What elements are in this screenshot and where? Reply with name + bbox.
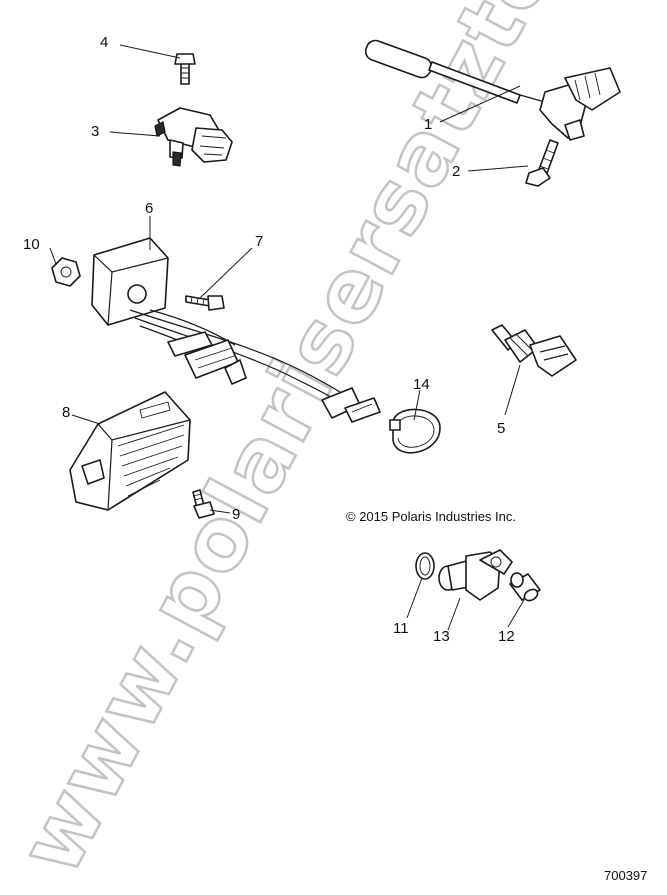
copyright-notice: © 2015 Polaris Industries Inc.	[346, 509, 516, 524]
callout-10: 10	[23, 236, 40, 253]
part-10-nut	[51, 257, 81, 287]
part-13-position-sensor	[438, 549, 513, 601]
part-9-bolt	[192, 489, 215, 519]
callouts: 1 2 3 4 5 6 7 8 9 10 11 12 13 14	[23, 34, 515, 645]
callout-3: 3	[91, 123, 99, 140]
part-6-module-harness	[91, 237, 381, 423]
callout-14: 14	[413, 376, 430, 393]
callout-1: 1	[424, 116, 432, 133]
part-3-map-sensor	[154, 107, 233, 167]
callout-6: 6	[145, 200, 153, 217]
callout-2: 2	[452, 163, 460, 180]
callout-4: 4	[100, 34, 108, 51]
callout-9: 9	[232, 506, 240, 523]
callout-12: 12	[498, 628, 515, 645]
part-14-clamp	[389, 408, 441, 454]
callout-11: 11	[393, 620, 409, 637]
part-12-bolt	[509, 572, 541, 602]
callout-7: 7	[255, 233, 263, 250]
part-7-bolt	[185, 295, 225, 311]
part-4-bolt	[174, 53, 196, 85]
part-1-speed-sensor	[364, 39, 621, 141]
part-11-o-ring	[415, 552, 435, 580]
part-8-regulator	[69, 391, 191, 511]
callout-5: 5	[497, 420, 505, 437]
part-5-temp-sensor	[491, 324, 577, 377]
callout-13: 13	[433, 628, 450, 645]
leader-lines	[49, 44, 529, 631]
drawing-number: 700397	[604, 868, 647, 883]
callout-8: 8	[62, 404, 70, 421]
part-2-bolt	[525, 139, 559, 187]
